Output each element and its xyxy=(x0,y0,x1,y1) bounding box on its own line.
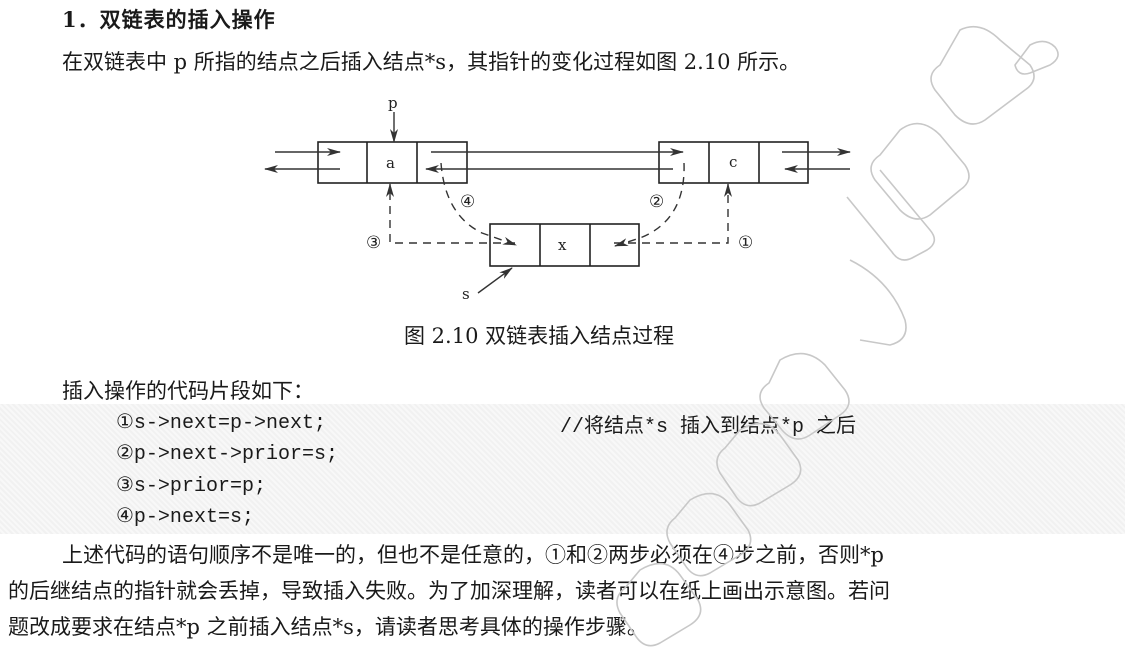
code-line-2: ②p->next->prior=s; xyxy=(116,443,338,466)
code-line-3: ③s->prior=p; xyxy=(116,475,266,498)
node-x-data: x xyxy=(558,236,567,254)
step2-dashed-arrow xyxy=(614,162,685,247)
step1-dashed-arrow xyxy=(614,183,732,244)
code-line-4: ④p->next=s; xyxy=(116,506,254,529)
explanation-line-1: 上述代码的语句顺序不是唯一的，但也不是任意的，①和②两步必须在④步之前，否则*p xyxy=(62,543,884,567)
s-pointer-arrow xyxy=(477,267,513,294)
explanation-line-3: 题改成要求在结点*p 之前插入结点*s，请读者思考具体的操作步骤。 xyxy=(8,615,648,639)
step1-label: ① xyxy=(738,233,753,253)
doubly-linked-list-insert-diagram: p s a c x ③ ④ ② ① xyxy=(264,94,851,303)
s-pointer-label: s xyxy=(462,285,470,303)
figure-caption: 图 2.10 双链表插入结点过程 xyxy=(404,324,675,348)
p-pointer-label: p xyxy=(388,94,398,112)
step2-label: ② xyxy=(649,192,664,212)
intro-paragraph: 在双链表中 p 所指的结点之后插入结点*s，其指针的变化过程如图 2.10 所示… xyxy=(62,50,801,74)
node-x-box xyxy=(489,223,640,267)
explanation-line-2: 的后继结点的指针就会丢掉，导致插入失败。为了加深理解，读者可以在纸上画出示意图。… xyxy=(8,579,890,603)
node-a-data: a xyxy=(386,154,395,172)
code-line-1: ①s->next=p->next; xyxy=(116,412,326,435)
code-comment: //将结点*s 插入到结点*p 之后 xyxy=(560,416,857,439)
step3-label: ③ xyxy=(366,233,381,253)
section-heading: 1．双链表的插入操作 xyxy=(62,7,276,32)
step4-label: ④ xyxy=(460,192,475,212)
step3-dashed-arrow xyxy=(386,183,515,244)
node-c-box xyxy=(658,141,809,184)
step4-dashed-arrow xyxy=(440,162,517,246)
code-background-band xyxy=(0,404,1125,534)
code-intro: 插入操作的代码片段如下： xyxy=(62,379,314,403)
node-c-data: c xyxy=(729,153,737,171)
